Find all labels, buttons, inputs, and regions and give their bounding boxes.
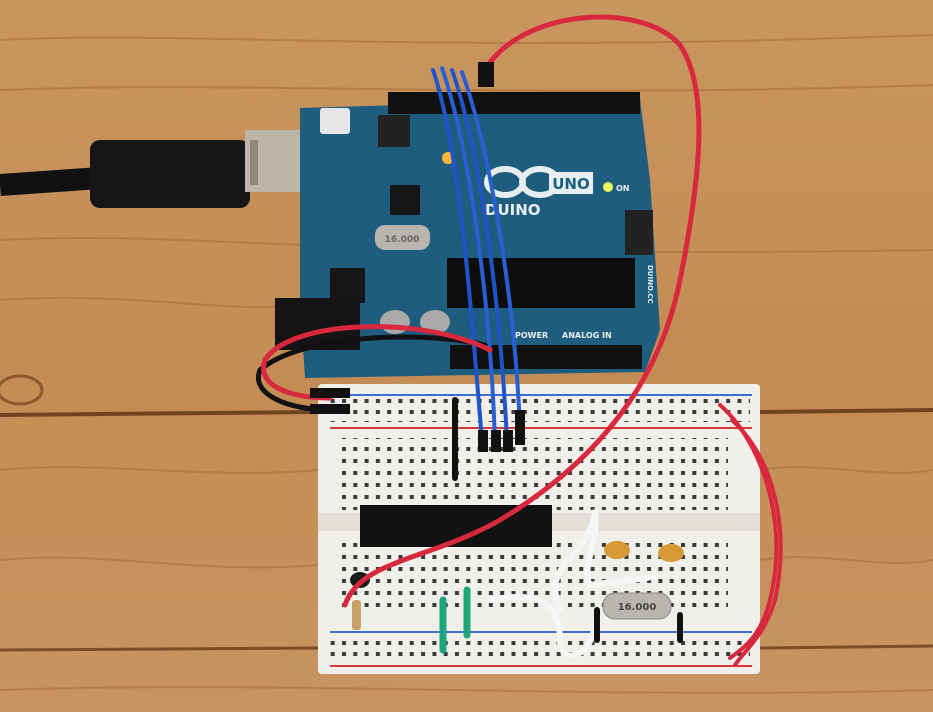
white-wire	[552, 509, 658, 613]
reset-button	[320, 108, 350, 134]
board-crystal-label: 16.000	[385, 235, 420, 245]
atmega-chip	[447, 258, 635, 308]
red-rail-wire	[730, 418, 783, 667]
breadboard-crystal-label: 16.000	[618, 602, 657, 613]
breadboard-crystal: 16.000	[602, 592, 672, 620]
resistor	[352, 600, 361, 630]
power-label: POWER	[515, 331, 548, 340]
regulator	[330, 268, 365, 303]
usb-chip	[390, 185, 420, 215]
black-wire	[255, 334, 488, 413]
digital-header	[388, 92, 640, 114]
red-long-wire	[342, 14, 702, 608]
blue-wire	[450, 68, 509, 442]
blue-wire	[440, 66, 497, 442]
on-led	[603, 182, 613, 192]
red-power-wire	[261, 324, 493, 401]
ceramic-capacitor	[604, 541, 630, 559]
icsp-header	[378, 115, 410, 147]
analog-label: ANALOG IN	[562, 331, 612, 340]
model-label: UNO	[552, 175, 590, 193]
bottom-power-rail	[330, 638, 750, 662]
board-crystal	[375, 225, 430, 250]
ceramic-capacitor	[658, 544, 684, 562]
plank-seam	[0, 644, 933, 652]
site-label: DUINO.CC	[646, 265, 654, 304]
icsp-header	[625, 210, 653, 255]
top-power-rail	[330, 398, 750, 422]
plank-seam	[0, 408, 933, 417]
on-label: ON	[616, 184, 630, 193]
blue-wire	[460, 70, 522, 432]
power-analog-header	[450, 345, 642, 369]
arduino-uno-board: 16.000 DUINO UNO ON POWER ANALOG IN DUIN…	[275, 92, 660, 378]
logo-text: DUINO	[485, 201, 541, 219]
blue-wire	[431, 68, 484, 442]
capacitor	[420, 310, 450, 334]
white-wire	[487, 594, 598, 659]
wire-connectors	[310, 62, 525, 452]
